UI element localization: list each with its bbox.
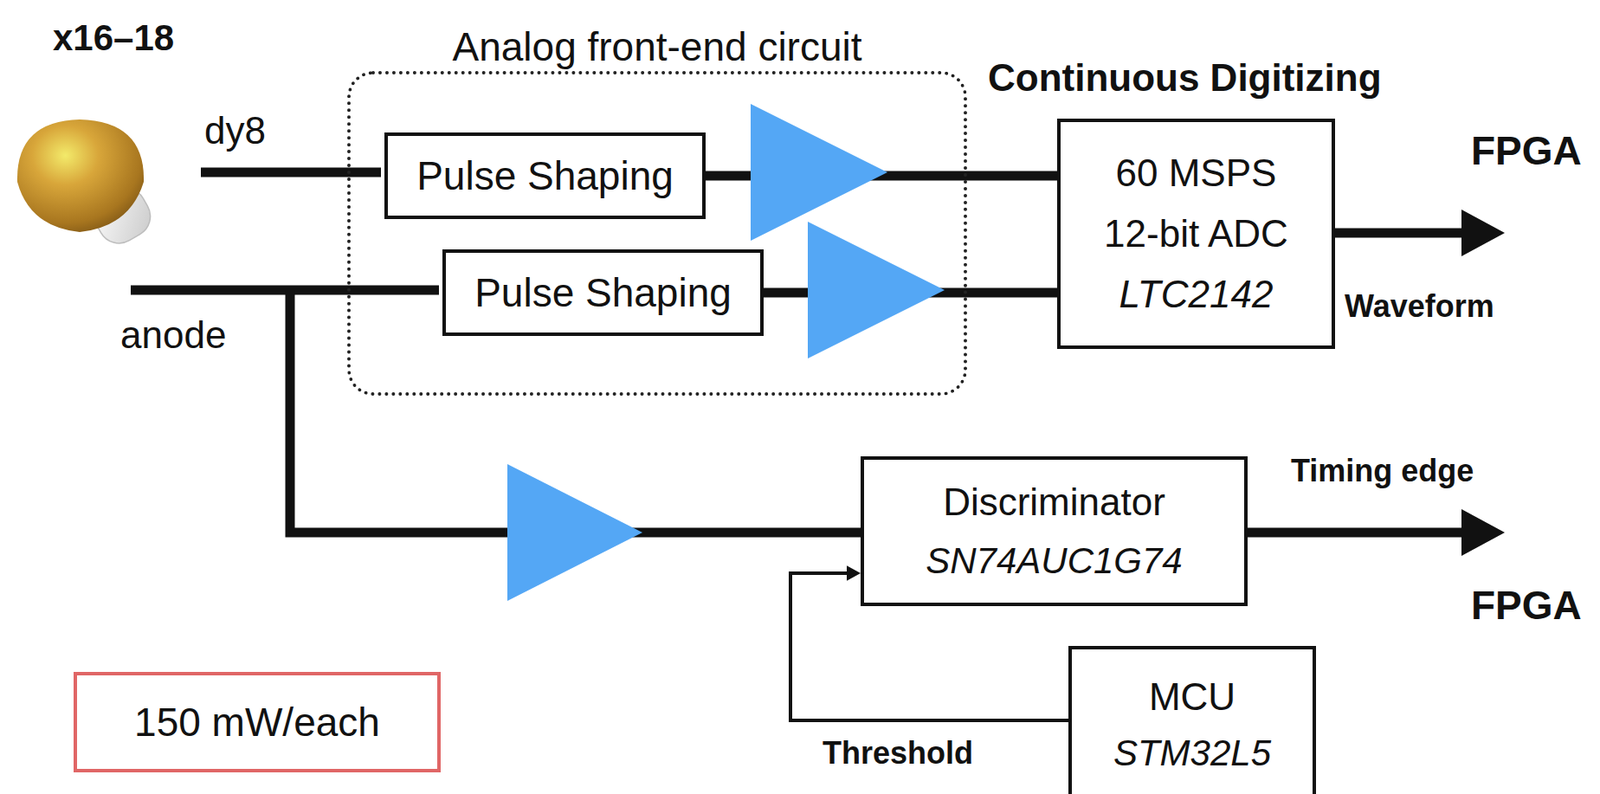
signal-wires xyxy=(130,172,1468,533)
part-number: SN74AUC1G74 xyxy=(925,531,1182,591)
power-note: 150 mW/each xyxy=(134,699,381,746)
discriminator-box: DiscriminatorSN74AUC1G74 xyxy=(860,456,1248,607)
node-content: DiscriminatorSN74AUC1G74 xyxy=(925,472,1182,591)
part-number: STM32L5 xyxy=(1113,724,1271,781)
node-content: 150 mW/each xyxy=(134,699,381,746)
block-label: MCU xyxy=(1148,668,1236,725)
output-arrowheads xyxy=(1461,209,1505,556)
edge-label: Threshold xyxy=(822,735,974,771)
node-content: Pulse Shaping xyxy=(416,153,674,200)
connector xyxy=(790,565,1069,721)
channel-count: x16–18 xyxy=(52,17,175,59)
pmt-illustration xyxy=(17,119,158,252)
block-label: Pulse Shaping xyxy=(474,270,732,317)
part-number: LTC2142 xyxy=(1119,264,1274,325)
adc-spec: 60 MSPS xyxy=(1116,142,1278,204)
connector-line xyxy=(790,573,1069,721)
block-label: Pulse Shaping xyxy=(416,153,674,200)
process-box: Pulse Shaping xyxy=(384,132,706,220)
frontend-title: Analog front-end circuit xyxy=(350,24,964,71)
node-content: 60 MSPS12-bit ADCLTC2142 xyxy=(1103,142,1289,325)
adc-box: Continuous Digitizing60 MSPS12-bit ADCLT… xyxy=(1057,118,1336,349)
signal-name: Timing edge xyxy=(1290,452,1474,489)
block-label: Discriminator xyxy=(942,472,1166,532)
adc-spec: 12-bit ADC xyxy=(1103,203,1289,265)
process-box: Pulse Shaping xyxy=(442,249,764,336)
destination-label: FPGA xyxy=(1470,582,1582,629)
destination-label: FPGA xyxy=(1470,128,1582,175)
mcu-box: MCUSTM32L5 xyxy=(1068,645,1317,794)
frontend-group: Analog front-end circuitPulse ShapingPul… xyxy=(347,70,968,396)
signal-name: dy8 xyxy=(204,109,266,154)
arrowhead xyxy=(846,565,861,581)
signal-name: Waveform xyxy=(1344,288,1495,324)
note-box: 150 mW/each xyxy=(73,671,441,773)
node-content: MCUSTM32L5 xyxy=(1113,668,1271,781)
node-content: Pulse Shaping xyxy=(474,270,732,317)
section-heading: Continuous Digitizing xyxy=(987,56,1382,101)
signal-name: anode xyxy=(120,313,226,358)
